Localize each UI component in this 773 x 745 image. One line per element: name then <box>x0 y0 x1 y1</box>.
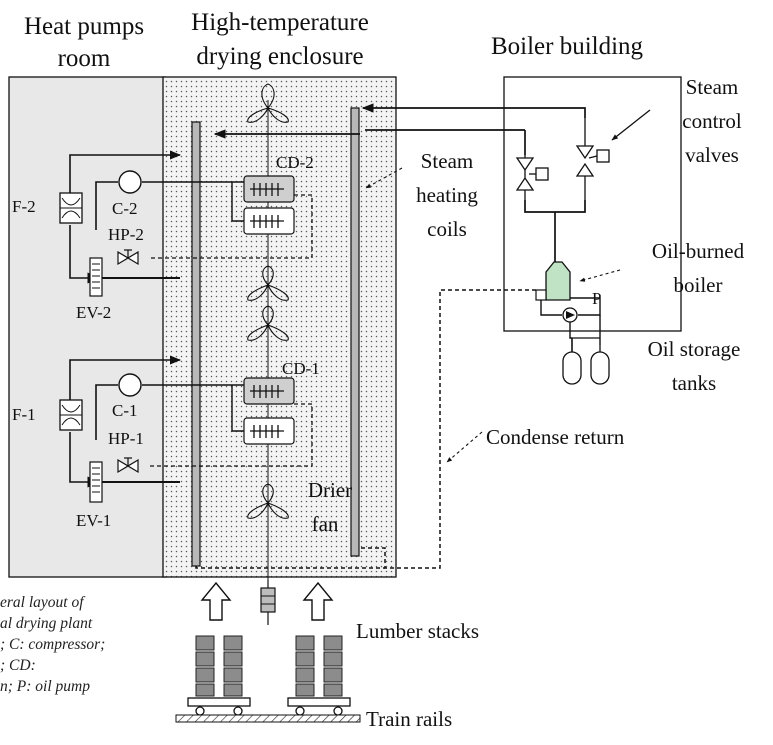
label-drier-fan-2: fan <box>312 512 339 536</box>
fan-motor-icon <box>260 580 276 625</box>
steam-supply-lines <box>213 103 586 262</box>
heat-pumps-room-title-1: Heat pumps <box>24 13 144 40</box>
boiler-building-title: Boiler building <box>491 33 644 60</box>
label-lumber-stacks: Lumber stacks <box>356 619 479 643</box>
caption-line-5: n; P: oil pump <box>0 678 90 695</box>
condense-callout-line <box>446 431 483 463</box>
lumber-stack-left <box>195 635 243 697</box>
f-1-fan-coil <box>59 399 83 431</box>
oil-burned-boiler <box>535 261 571 301</box>
label-steam-control-valves-3: valves <box>685 143 739 167</box>
heat-pumps-room-title-2: room <box>58 45 111 72</box>
steam-heating-coil-column <box>350 107 360 557</box>
label-c-2: C-2 <box>112 199 138 218</box>
air-inlet-arrow-left <box>200 581 232 621</box>
lumber-stack-right <box>295 635 343 697</box>
boiler-callout-line <box>579 269 621 282</box>
fan-icon-mid-2 <box>247 305 289 341</box>
heat-pumps-room <box>8 76 166 578</box>
label-steam-control-valves-1: Steam <box>686 75 739 99</box>
label-c-1: C-1 <box>112 401 138 420</box>
ev-1-evaporator <box>89 461 103 503</box>
label-cd-1: CD-1 <box>282 359 320 378</box>
label-cd-2: CD-2 <box>276 153 314 172</box>
label-condense-return: Condense return <box>486 425 625 449</box>
label-oil-burned-boiler-2: boiler <box>674 273 723 297</box>
cd-1-condenser <box>150 377 313 467</box>
valves-callout-line <box>611 109 651 141</box>
caption-line-1: eral layout of <box>0 594 84 611</box>
oil-storage-tanks <box>562 337 610 385</box>
caption-line-2: al drying plant <box>0 615 93 632</box>
label-pump: P <box>592 289 601 308</box>
label-drier-fan-1: Drier <box>308 478 352 502</box>
label-steam-heating-coils-3: coils <box>427 217 467 241</box>
label-hp-1: HP-1 <box>108 429 144 448</box>
air-inlet-arrow-right <box>302 581 334 621</box>
label-train-rails: Train rails <box>366 707 452 731</box>
coils-callout-line <box>365 167 403 189</box>
pump-direction-mark <box>566 311 575 319</box>
steam-control-valves <box>515 118 610 200</box>
cd-2-condenser <box>150 175 313 259</box>
figure-caption: eral layout of al drying plant ; C: comp… <box>0 592 190 697</box>
drying-enclosure-title-1: High-temperature <box>191 9 369 36</box>
heat-pump-1-circuit <box>69 355 244 488</box>
drier-fan-icon <box>247 483 289 519</box>
caption-line-3: ; C: compressor; <box>0 636 106 653</box>
f-2-fan-coil <box>59 192 83 224</box>
hp-1-expansion-valve <box>117 457 139 474</box>
label-oil-storage-tanks-2: tanks <box>672 371 716 395</box>
train-rails <box>175 714 361 723</box>
label-steam-heating-coils-2: heating <box>416 183 478 207</box>
condense-return-line <box>359 289 536 569</box>
drying-enclosure-title-2: drying enclosure <box>196 43 363 70</box>
fan-icon-mid-1 <box>247 265 289 301</box>
c-2-compressor <box>118 170 142 194</box>
label-ev-2: EV-2 <box>76 303 111 322</box>
label-steam-heating-coils-1: Steam <box>421 149 474 173</box>
refrigerant-condenser-column <box>191 121 201 567</box>
label-ev-1: EV-1 <box>76 511 111 530</box>
c-1-compressor <box>118 373 142 397</box>
heat-pump-2-circuit <box>69 150 244 284</box>
fan-icon-top <box>247 83 289 123</box>
boiler-building <box>503 76 682 332</box>
label-f-2: F-2 <box>12 197 36 216</box>
label-steam-control-valves-2: control <box>682 109 742 133</box>
label-f-1: F-1 <box>12 405 36 424</box>
label-oil-burned-boiler-1: Oil-burned <box>652 239 745 263</box>
caption-line-4: ; CD: <box>0 657 36 674</box>
label-oil-storage-tanks-1: Oil storage <box>648 337 741 361</box>
lumber-carts <box>187 697 351 716</box>
label-hp-2: HP-2 <box>108 225 144 244</box>
condense-return-lower <box>195 566 385 569</box>
ev-2-evaporator <box>89 257 103 297</box>
hp-2-expansion-valve <box>117 249 139 266</box>
